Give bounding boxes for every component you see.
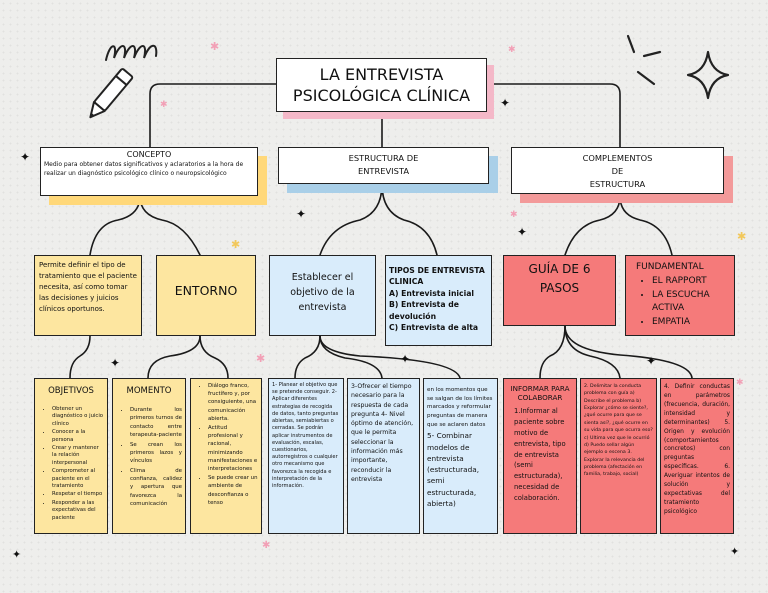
fundamental-item-2: LA ESCUCHA ACTIVA xyxy=(652,289,732,315)
entorno-label: ENTORNO xyxy=(174,283,238,298)
dialogo-item-2: Actitud profesional y racional, minimiza… xyxy=(208,424,258,473)
guia-label: GUÍA DE 6 PASOS xyxy=(528,262,591,295)
momentos-box: en los momentos que se salgan de los lím… xyxy=(423,378,498,534)
complementos-line-2: DE xyxy=(611,166,624,176)
estructura-line-1: ESTRUCTURA DE xyxy=(348,153,419,163)
star-icon: ✱ xyxy=(737,230,747,243)
objetivos-heading: OBJETIVOS xyxy=(48,386,94,396)
estructura-line-2: ENTREVISTA xyxy=(357,166,409,176)
momento-box: MOMENTO Durante los primeros turnos de c… xyxy=(112,378,186,534)
permite-box: Permite definir el tipo de tratamiento q… xyxy=(34,255,142,336)
dialogo-item-1: Diálogo franco, fructífero y, por consig… xyxy=(208,382,258,423)
star-icon: ✦ xyxy=(517,225,528,239)
establecer-box: Establecer el objetivo de la entrevista xyxy=(269,255,376,336)
tipos-item-1: A) Entrevista inicial xyxy=(389,288,475,298)
objetivos-item-5: Respetar el tiempo xyxy=(52,491,104,498)
complementos-line-3: ESTRUCTURA xyxy=(589,179,646,189)
star-icon: ✦ xyxy=(296,207,307,221)
complementos-box: COMPLEMENTOS DE ESTRUCTURA xyxy=(511,147,724,194)
establecer-text: Establecer el objetivo de la entrevista xyxy=(290,272,355,314)
star-icon: ✦ xyxy=(12,548,22,561)
title-line-2: PSICOLÓGICA CLÍNICA xyxy=(292,86,471,105)
sparkle-lines-icon xyxy=(626,34,662,86)
star-icon: ✦ xyxy=(646,354,657,368)
star-icon: ✱ xyxy=(510,210,518,220)
tipos-item-3: C) Entrevista de alta xyxy=(389,322,479,332)
star-icon: ✦ xyxy=(730,545,740,558)
momentos-step5: 5- Combinar modelos de entrevista (estru… xyxy=(427,431,480,509)
guia-box: GUÍA DE 6 PASOS xyxy=(503,255,616,326)
star-icon: ✱ xyxy=(508,45,516,55)
dialogo-item-3: Se puede crear un ambiente de desconfian… xyxy=(208,474,258,507)
star-icon: ✱ xyxy=(256,352,266,365)
star-icon: ✦ xyxy=(110,356,121,370)
fundamental-box: FUNDAMENTAL EL RAPPORT LA ESCUCHA ACTIVA… xyxy=(625,255,735,336)
fundamental-heading: FUNDAMENTAL xyxy=(636,262,704,272)
fundamental-item-3: EMPATIA xyxy=(652,316,732,329)
delimitar-box: 2. Delimitar la conducta problema con gu… xyxy=(580,378,657,534)
dialogo-box: Diálogo franco, fructífero y, por consig… xyxy=(190,378,262,534)
objetivos-item-1: Obtener un diagnóstico o juicio clínico xyxy=(52,406,104,428)
planear-text: 1- Planear el objetivo que se pretende c… xyxy=(272,382,339,490)
tipos-box: TIPOS DE ENTREVISTA CLINICA A) Entrevist… xyxy=(385,255,492,346)
momento-item-1: Durante los primeros turnos de contacto … xyxy=(130,406,182,440)
informar-box: INFORMAR PARA COLABORAR 1.Informar al pa… xyxy=(503,378,577,534)
permite-text: Permite definir el tipo de tratamiento q… xyxy=(39,261,137,314)
star-icon: ✱ xyxy=(262,540,271,551)
star-icon: ✦ xyxy=(20,150,31,164)
sparkle-icon xyxy=(686,50,730,100)
star-icon: ✦ xyxy=(500,96,511,110)
star-icon: ✦ xyxy=(400,352,411,366)
informar-text: 1.Informar al paciente sobre motivo de e… xyxy=(514,407,566,502)
momento-heading: MOMENTO xyxy=(126,386,172,396)
complementos-line-1: COMPLEMENTOS xyxy=(582,153,653,163)
planear-box: 1- Planear el objetivo que se pretende c… xyxy=(268,378,344,534)
star-icon: ✱ xyxy=(210,40,220,53)
concepto-box: CONCEPTO Medio para obtener datos signif… xyxy=(40,147,258,196)
entorno-box: ENTORNO xyxy=(156,255,256,336)
ofrecer-box: 3-Ofrecer el tiempo necesario para la re… xyxy=(347,378,420,534)
tipos-heading: TIPOS DE ENTREVISTA CLINICA xyxy=(389,266,485,287)
pencil-icon xyxy=(89,68,134,119)
concepto-heading: CONCEPTO xyxy=(126,150,172,159)
star-icon: ✱ xyxy=(736,378,744,388)
tipos-item-2: B) Entrevista de devolución xyxy=(389,300,459,321)
objetivos-box: OBJETIVOS Obtener un diagnóstico o juici… xyxy=(34,378,108,534)
squiggle-icon xyxy=(105,44,158,61)
star-icon: ✱ xyxy=(231,238,241,251)
informar-heading: INFORMAR PARA COLABORAR xyxy=(510,384,570,403)
objetivos-item-6: Responder a las expectativas del pacient… xyxy=(52,500,104,522)
title-box: LA ENTREVISTA PSICOLÓGICA CLÍNICA xyxy=(276,58,487,112)
ofrecer-text: 3-Ofrecer el tiempo necesario para la re… xyxy=(351,383,414,483)
delimitar-text: 2. Delimitar la conducta problema con gu… xyxy=(584,384,653,478)
objetivos-item-3: Crear y mantener la relación interperson… xyxy=(52,445,104,467)
objetivos-item-4: Comprometer al paciente en el tratamient… xyxy=(52,468,104,490)
title-line-1: LA ENTREVISTA xyxy=(319,65,444,84)
momentos-text: en los momentos que se salgan de los lím… xyxy=(427,387,493,428)
objetivos-item-2: Conocer a la persona xyxy=(52,429,104,444)
momento-item-2: Se crean los primeros lazos y vínculos xyxy=(130,441,182,466)
estructura-box: ESTRUCTURA DE ENTREVISTA xyxy=(278,147,489,184)
fundamental-item-1: EL RAPPORT xyxy=(652,275,732,288)
star-icon: ✱ xyxy=(160,100,168,110)
concepto-text: Medio para obtener datos significativos … xyxy=(44,161,244,177)
definir-text: 4. Definir conductas en parámetros (frec… xyxy=(664,383,730,515)
momento-item-3: Clima de confianza, calidez y apertura q… xyxy=(130,467,182,509)
definir-box: 4. Definir conductas en parámetros (frec… xyxy=(660,378,734,534)
